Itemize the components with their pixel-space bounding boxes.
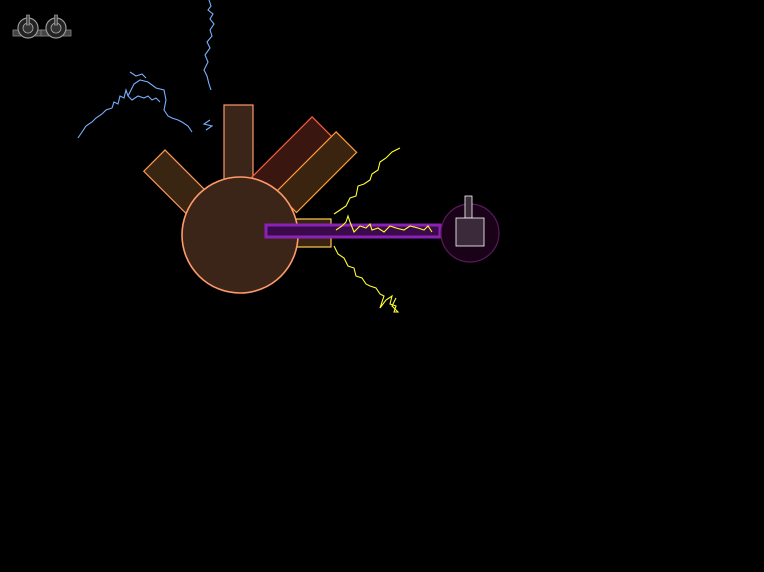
blue-lightning (77, 0, 215, 139)
ship-life-icon (40, 14, 72, 39)
enemy-body (455, 217, 485, 247)
yellow-lightning (333, 147, 433, 313)
lightning-bolt (127, 79, 193, 133)
lives-display (12, 14, 72, 39)
lightning-bolt (333, 245, 400, 313)
player-barrel (223, 104, 254, 181)
lightning-bolt (77, 88, 161, 139)
enemy-barrel (464, 195, 473, 219)
lightning-bolt (203, 0, 215, 91)
ship-life-icon (12, 14, 44, 39)
enemy-turret-icon (440, 195, 500, 263)
lightning-bolt (129, 71, 147, 79)
lightning-bolt (333, 147, 401, 215)
lightning-bolt (202, 119, 214, 131)
lightning-bolt (335, 214, 433, 233)
player-ship-icon (142, 104, 358, 294)
